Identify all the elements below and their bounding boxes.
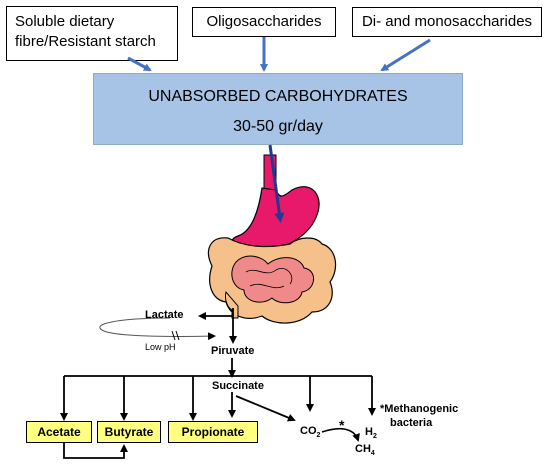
- bacteria-label: bacteria: [390, 417, 433, 429]
- acetate-box: Acetate: [26, 421, 92, 443]
- source-label-mono-disaccharides: Di- and monosaccharides: [361, 13, 533, 30]
- source-label-oligosaccharides: Oligosaccharides: [206, 13, 322, 30]
- h2-label: H2: [365, 426, 377, 441]
- unabsorbed-carbohydrates-box: UNABSORBED CARBOHYDRATES 30-50 gr/day: [93, 73, 463, 145]
- low-ph-break-1: [171, 330, 176, 341]
- propionate-box: Propionate: [168, 421, 258, 443]
- piruvate-label: Piruvate: [211, 345, 255, 357]
- source-box-oligosaccharides: Oligosaccharides: [192, 7, 336, 37]
- lactate-label: Lactate: [145, 309, 184, 321]
- succinate-label: Succinate: [212, 380, 264, 392]
- source-label-fibre: Soluble dietary fibre/Resistant starch: [15, 13, 156, 50]
- carbohydrates-title: UNABSORBED CARBOHYDRATES: [148, 88, 408, 105]
- carbohydrates-amount: 30-50 gr/day: [233, 118, 323, 135]
- source-box-mono-disaccharides: Di- and monosaccharides: [352, 7, 542, 37]
- low-ph-break-2: [175, 330, 180, 341]
- arrow-succinate-to-co2: [235, 395, 296, 422]
- propionate-label: Propionate: [181, 425, 245, 439]
- arrow-acetate-to-butyrate: [63, 443, 128, 459]
- butyrate-label: Butyrate: [104, 425, 154, 439]
- co2-label: CO2: [300, 425, 321, 440]
- digestive-tract-illustration: [207, 154, 337, 324]
- arrow-carbs-to-gut: [268, 144, 285, 223]
- low-ph-label: Low pH: [145, 342, 176, 352]
- arrow-co2-to-ch4: [321, 427, 360, 442]
- arrow-fibre-to-carbs: [127, 56, 152, 72]
- ch4-label: CH4: [355, 443, 375, 458]
- source-box-fibre: Soluble dietary fibre/Resistant starch: [6, 6, 178, 61]
- arrow-mono-to-carbs: [380, 38, 431, 72]
- methanogenic-star: *: [339, 417, 345, 433]
- butyrate-box: Butyrate: [97, 421, 161, 443]
- acetate-label: Acetate: [37, 425, 81, 439]
- methanogenic-label: *Methanogenic: [380, 403, 459, 415]
